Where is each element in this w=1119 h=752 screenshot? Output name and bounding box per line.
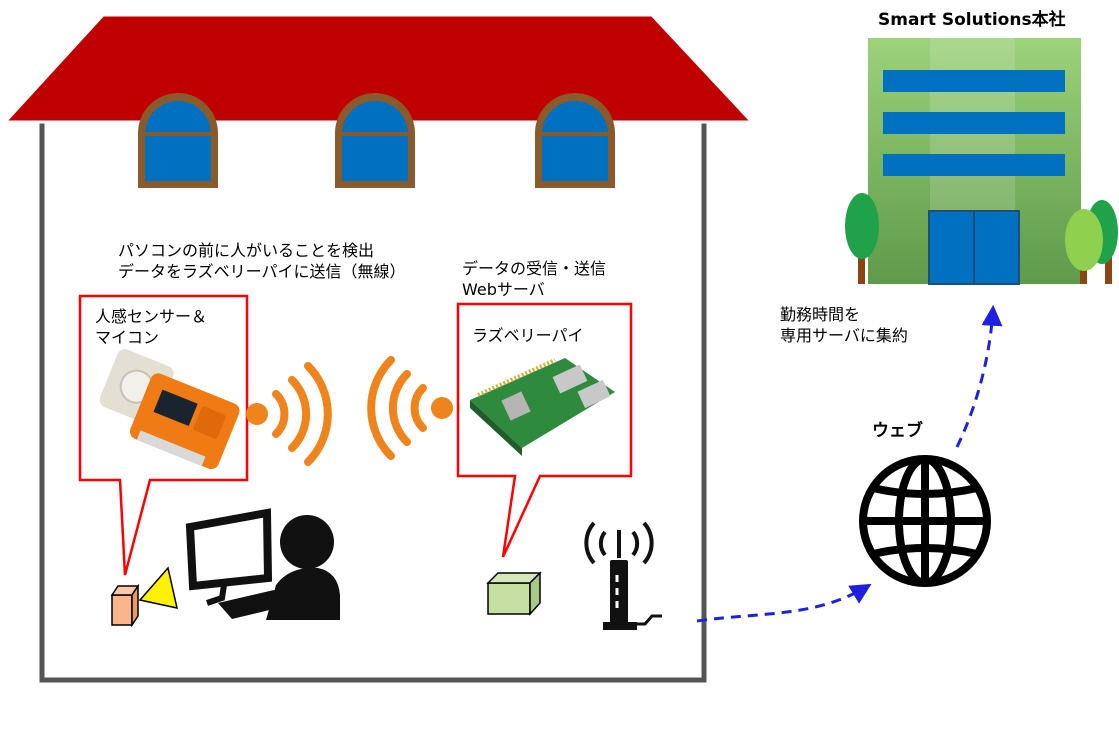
web-label-text: ウェブ	[872, 421, 923, 441]
sensor-box-label-line-2: マイコン	[95, 328, 160, 347]
motion-sensor-device	[99, 349, 240, 470]
sensor-caption: パソコンの前に人がいることを検出 データをラズベリーパイに送信（無線）	[118, 240, 406, 282]
sensor-box-label: 人感センサー＆ マイコン	[95, 306, 207, 348]
arrow-router-to-web	[696, 583, 872, 623]
tree-left	[845, 193, 879, 284]
sensor-box-label-line-1: 人感センサー＆	[95, 307, 208, 326]
sensor-box-small	[110, 566, 178, 628]
pi-box-label: ラズベリーパイ	[472, 325, 584, 346]
window-right	[535, 93, 615, 188]
hq-caption: 勤務時間を 専用サーバに集約	[780, 304, 908, 346]
raspberry-pi-board	[470, 358, 615, 456]
computer-user	[185, 508, 340, 620]
arrow-web-to-hq	[955, 304, 1003, 448]
globe-icon	[859, 455, 991, 587]
hq-caption-line-1: 勤務時間を	[780, 305, 861, 324]
wifi-router	[584, 521, 662, 630]
tree-right	[1065, 200, 1118, 284]
pi-caption-line-2: Webサーバ	[462, 280, 545, 299]
sensor-caption-line-2: データをラズベリーパイに送信（無線）	[118, 262, 406, 281]
pi-caption: データの受信・送信 Webサーバ	[462, 258, 606, 300]
hq-title: Smart Solutions本社	[878, 10, 1066, 31]
office-building	[868, 38, 1081, 285]
web-label: ウェブ	[872, 421, 923, 442]
hq-caption-line-2: 専用サーバに集約	[780, 326, 908, 345]
pi-box-small	[486, 571, 542, 616]
window-middle	[335, 93, 415, 188]
hq-title-text: Smart Solutions本社	[878, 10, 1066, 30]
sensor-caption-line-1: パソコンの前に人がいることを検出	[118, 241, 375, 260]
pi-box-label-text: ラズベリーパイ	[472, 326, 584, 345]
wireless-signal-pi	[367, 356, 453, 460]
wireless-signal-sensor	[246, 362, 332, 466]
window-left	[138, 93, 218, 188]
pi-caption-line-1: データの受信・送信	[462, 259, 607, 278]
